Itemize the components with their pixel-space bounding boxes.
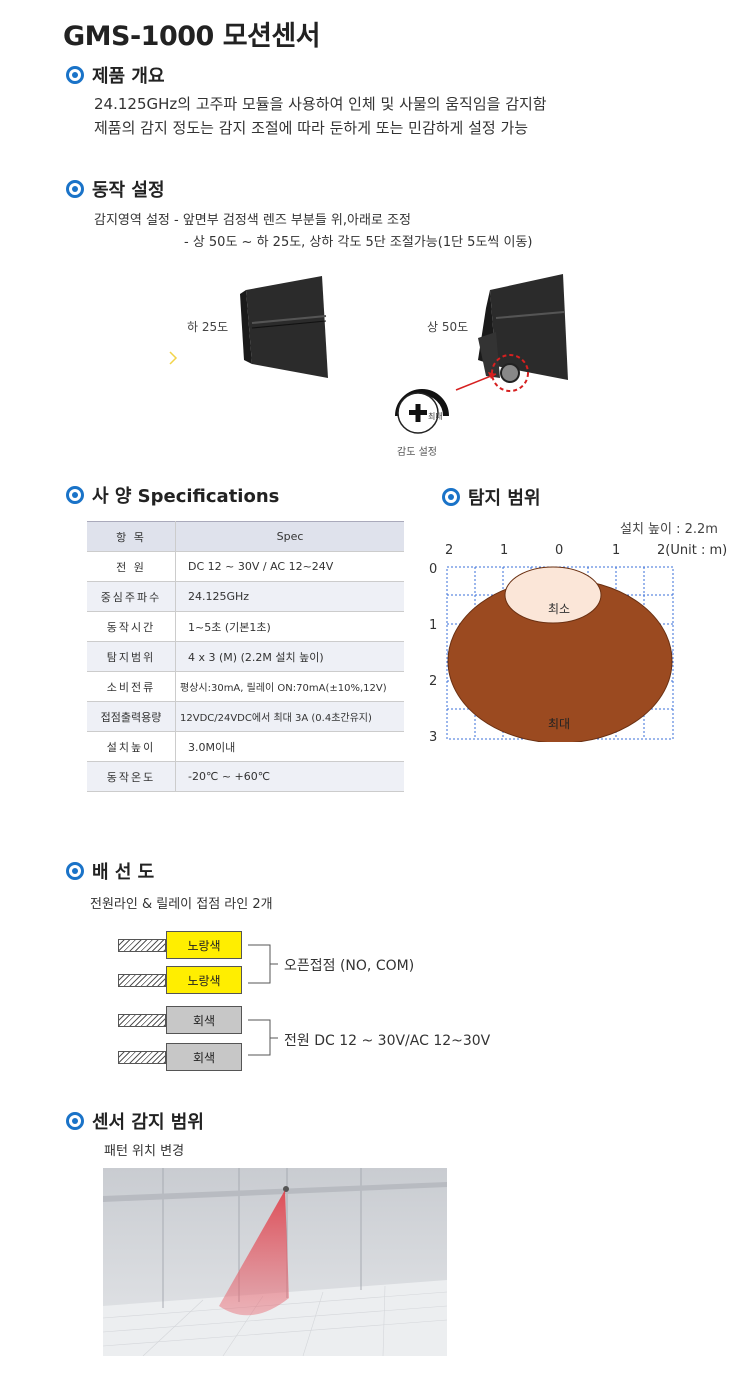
spec-value: 24.125GHz xyxy=(175,581,404,612)
overview-line-1: 24.125GHz의 고주파 모듈을 사용하여 인체 및 사물의 움직임을 감지… xyxy=(94,95,547,113)
overview-text: 24.125GHz의 고주파 모듈을 사용하여 인체 및 사물의 움직임을 감지… xyxy=(94,92,547,140)
spec-key: 탐지범위 xyxy=(87,641,176,672)
operation-heading: 동작 설정 xyxy=(92,180,165,201)
power-label: 전원 DC 12 ~ 30V/AC 12~30V xyxy=(284,1033,491,1049)
y-tick: 3 xyxy=(429,730,438,745)
x-tick: 1 xyxy=(612,543,621,558)
spec-header-row: 항 목 Spec xyxy=(87,521,404,552)
y-tick: 1 xyxy=(429,618,438,633)
bullet-icon xyxy=(442,488,460,506)
spec-value: DC 12 ~ 30V / AC 12~24V xyxy=(175,551,404,582)
spec-value: 평상시:30mA, 릴레이 ON:70mA(±10%,12V) xyxy=(175,671,404,702)
overview-heading: 제품 개요 xyxy=(92,66,165,87)
wire-label-gray: 회색 xyxy=(166,1006,242,1034)
sensor-up-image xyxy=(455,274,568,392)
sensitivity-label: 감도 설정 xyxy=(397,447,437,458)
label-up-50: 상 50도 xyxy=(427,320,469,334)
spec-key: 동작온도 xyxy=(87,761,176,792)
label-down-25: 하 25도 xyxy=(187,320,229,334)
section-heading-sensor-range: 센서 감지 범위 xyxy=(66,1108,204,1134)
section-heading-spec: 사 양 Specifications xyxy=(66,482,279,508)
sensor-down-image xyxy=(169,276,328,378)
sensor-illustration xyxy=(169,274,568,434)
range-heading: 탐지 범위 xyxy=(468,488,541,509)
wire-label-yellow: 노랑색 xyxy=(166,966,242,994)
bullet-icon xyxy=(66,66,84,84)
spec-key: 동작시간 xyxy=(87,611,176,642)
contact-label: 오픈접점 (NO, COM) xyxy=(284,958,415,974)
y-tick: 2 xyxy=(429,674,438,689)
spec-heading: 사 양 Specifications xyxy=(92,486,280,507)
range-diagram xyxy=(446,566,676,744)
wire-row: 노랑색 xyxy=(118,931,242,959)
range-svg xyxy=(446,566,674,744)
wire-hatch xyxy=(118,938,166,952)
spec-key: 접점출력용량 xyxy=(87,701,176,732)
wire-hatch xyxy=(118,1013,166,1027)
sensitivity-dial xyxy=(395,389,449,434)
wire-list: 노랑색 노랑색 회색 회색 xyxy=(118,931,242,1071)
y-tick: 0 xyxy=(429,562,438,577)
wire-label-gray: 회색 xyxy=(166,1043,242,1071)
wire-hatch xyxy=(118,973,166,987)
sensor-range-subtitle: 패턴 위치 변경 xyxy=(104,1144,185,1159)
range-x-ticks: 2 1 0 1 2(Unit : m) xyxy=(445,543,745,559)
wiring-heading: 배 선 도 xyxy=(92,862,155,883)
bullet-icon xyxy=(66,1112,84,1130)
wiring-subtitle: 전원라인 & 릴레이 접점 라인 2개 xyxy=(90,897,273,912)
wire-row: 노랑색 xyxy=(118,966,242,994)
min-area-label: 최소 xyxy=(548,602,571,616)
bullet-icon xyxy=(66,486,84,504)
spec-key: 중심주파수 xyxy=(87,581,176,612)
max-area-label: 최대 xyxy=(548,717,571,731)
spec-key: 소비전류 xyxy=(87,671,176,702)
dial-max-label: 최대 xyxy=(428,412,443,421)
wire-label-yellow: 노랑색 xyxy=(166,931,242,959)
bullet-icon xyxy=(66,862,84,880)
spec-value: 4 x 3 (M) (2.2M 설치 높이) xyxy=(175,641,404,672)
table-row: 동작온도-20℃ ~ +60℃ xyxy=(87,761,404,792)
operation-line-2: - 상 50도 ~ 하 25도, 상하 각도 5단 조절가능(1단 5도씩 이동… xyxy=(184,235,533,250)
wire-row: 회색 xyxy=(118,1006,242,1034)
spec-key: 전 원 xyxy=(87,551,176,582)
section-heading-operation: 동작 설정 xyxy=(66,176,165,202)
wire-row: 회색 xyxy=(118,1043,242,1071)
x-tick: 0 xyxy=(555,543,564,558)
wire-hatch xyxy=(118,1050,166,1064)
sensor-range-heading: 센서 감지 범위 xyxy=(92,1112,204,1133)
operation-line-1: 감지영역 설정 - 앞면부 검정색 렌즈 부분들 위,아래로 조정 xyxy=(94,213,411,228)
section-heading-wiring: 배 선 도 xyxy=(66,858,154,884)
spec-value: 3.0M이내 xyxy=(175,731,404,762)
spec-col-item: 항 목 xyxy=(87,521,176,552)
spec-key: 설치높이 xyxy=(87,731,176,762)
section-heading-range: 탐지 범위 xyxy=(442,484,541,510)
install-height-label: 설치 높이 : 2.2m xyxy=(620,522,718,537)
spec-value: 12VDC/24VDC에서 최대 3A (0.4초간유지) xyxy=(175,701,404,732)
x-tick: 2 xyxy=(445,543,454,558)
sensor-pattern-image xyxy=(103,1168,447,1356)
x-tick: 2(Unit : m) xyxy=(657,543,728,558)
page-title: GMS-1000 모션센서 xyxy=(63,21,321,52)
x-tick: 1 xyxy=(500,543,509,558)
min-area xyxy=(504,566,602,624)
sensor-angle-figure xyxy=(160,268,580,468)
wire-brackets xyxy=(248,944,278,1056)
range-y-ticks: 0 1 2 3 xyxy=(429,562,441,752)
section-heading-overview: 제품 개요 xyxy=(66,62,165,88)
overview-line-2: 제품의 감지 정도는 감지 조절에 따라 둔하게 또는 민감하게 설정 가능 xyxy=(94,119,529,137)
spec-value: -20℃ ~ +60℃ xyxy=(175,761,404,792)
bullet-icon xyxy=(66,180,84,198)
spec-value: 1~5초 (기본1초) xyxy=(175,611,404,642)
room-illustration xyxy=(103,1168,447,1356)
spec-col-spec: Spec xyxy=(175,521,404,552)
